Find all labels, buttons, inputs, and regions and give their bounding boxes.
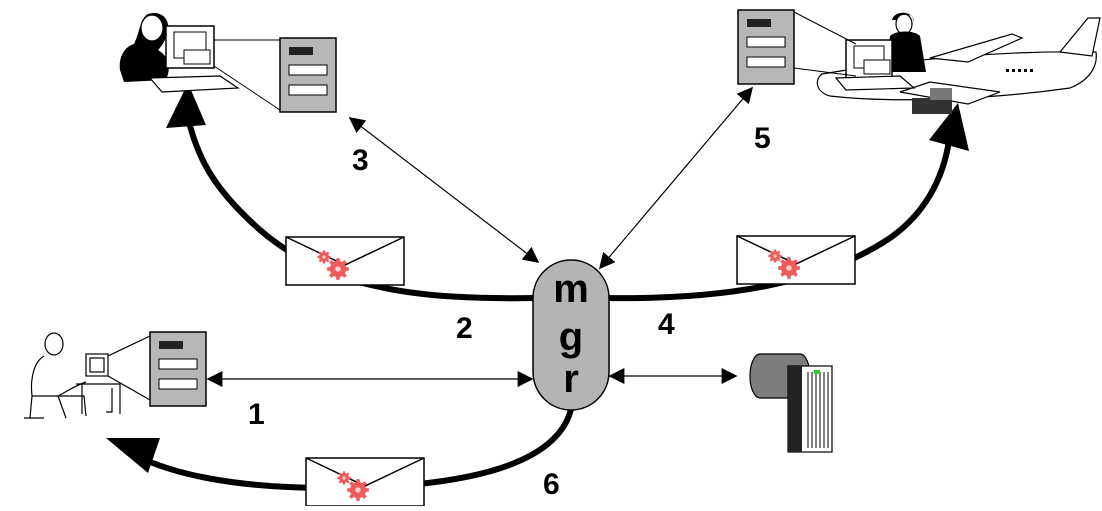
flow-arrowhead-6 (106, 438, 160, 473)
flow-arrowhead-4 (929, 103, 969, 151)
step-label-6: 6 (543, 468, 560, 501)
manager-label-line-3: r (563, 357, 579, 401)
step-label-1: 1 (248, 398, 265, 431)
server-tower-icon (749, 353, 833, 453)
person-at-desk-icon (24, 332, 151, 419)
manager-label-line-2: g (559, 315, 583, 359)
flow-arrowhead-2 (166, 83, 206, 128)
step-label-5: 5 (754, 122, 771, 155)
airline-agent-plane-icon (793, 11, 1101, 114)
envelope-gear-icon (306, 458, 424, 506)
manager-node (532, 259, 610, 411)
thin-arrow-3 (348, 117, 540, 263)
envelope-gear-icon (286, 237, 404, 285)
form-window-icon (737, 9, 795, 85)
step-label-3: 3 (352, 144, 369, 177)
manager-label-line-1: m (553, 267, 589, 311)
thin-arrow-5 (598, 86, 754, 270)
woman-at-computer-icon (119, 12, 281, 111)
step-label-4: 4 (658, 308, 675, 341)
envelope-gear-icon (737, 236, 855, 284)
form-window-icon (149, 331, 207, 407)
step-label-2: 2 (456, 312, 473, 345)
form-window-icon (279, 37, 337, 113)
flow-curve-4 (603, 132, 953, 302)
flow-curve-2 (185, 117, 539, 302)
